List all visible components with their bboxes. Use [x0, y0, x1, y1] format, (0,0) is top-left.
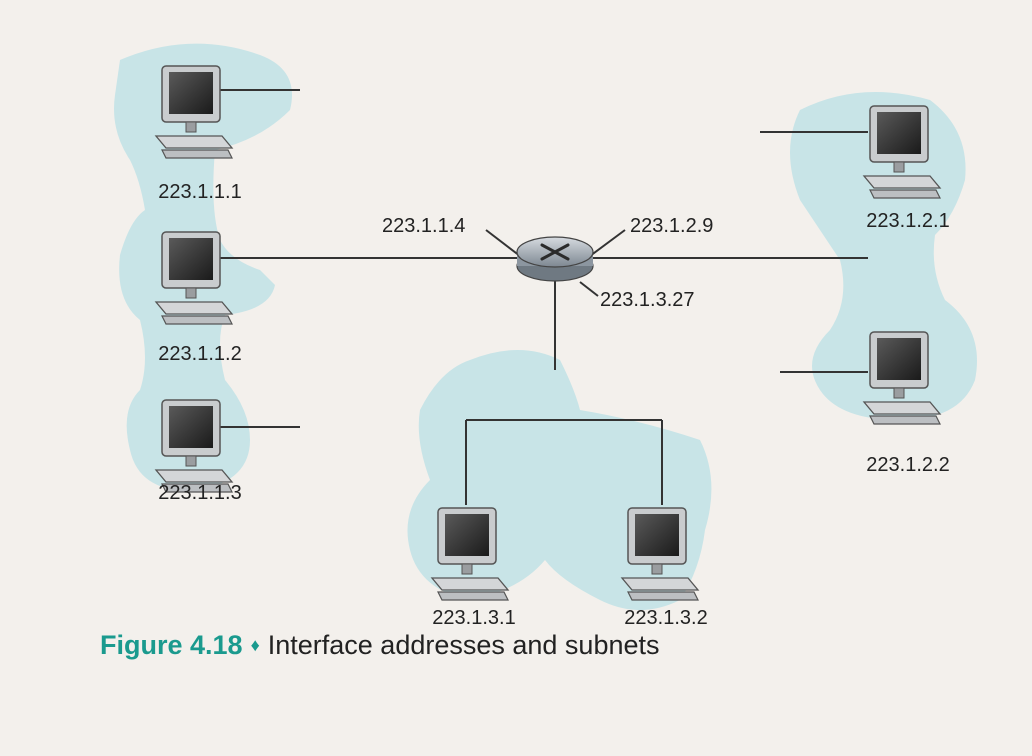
subnet-223-1-3 — [407, 350, 712, 610]
desktop-computer-icon — [863, 331, 941, 425]
label-leader-223-1-1-4 — [485, 229, 521, 257]
host-223-1-3-1: 223.1.3.1 — [431, 507, 516, 629]
diamond-icon: ♦ — [250, 635, 260, 655]
desktop-computer-icon — [431, 507, 509, 601]
host-223-1-2-2: 223.1.2.2 — [863, 331, 950, 476]
router-interface-label: 223.1.1.4 — [382, 215, 465, 237]
host-label: 223.1.1.1 — [158, 181, 241, 203]
figure-caption: Figure 4.18 ♦ Interface addresses and subn… — [100, 630, 660, 661]
host-223-1-2-1: 223.1.2.1 — [863, 105, 950, 232]
desktop-computer-icon — [621, 507, 699, 601]
desktop-computer-icon — [863, 105, 941, 199]
host-223-1-3-2: 223.1.3.2 — [621, 507, 708, 629]
figure-title: Interface addresses and subnets — [267, 630, 660, 660]
subnet-223-1-2 — [790, 92, 977, 420]
desktop-computer-icon — [155, 65, 233, 159]
host-223-1-1-1: 223.1.1.1 — [155, 65, 242, 203]
router-interface-label: 223.1.3.27 — [600, 289, 695, 311]
host-label: 223.1.3.1 — [432, 607, 515, 629]
links — [218, 89, 868, 505]
host-label: 223.1.3.2 — [624, 607, 707, 629]
figure-number: Figure 4.18 — [100, 630, 243, 660]
router — [516, 236, 594, 282]
host-223-1-1-3: 223.1.1.3 — [155, 399, 242, 504]
host-label: 223.1.1.2 — [158, 343, 241, 365]
router-interface-label: 223.1.2.9 — [630, 215, 713, 237]
desktop-computer-icon — [155, 399, 233, 493]
host-223-1-1-2: 223.1.1.2 — [155, 231, 242, 365]
router-icon — [540, 243, 570, 261]
host-label: 223.1.2.2 — [866, 454, 949, 476]
host-label: 223.1.2.1 — [866, 210, 949, 232]
label-leader-223-1-3-27 — [579, 281, 599, 297]
host-label: 223.1.1.3 — [158, 482, 241, 504]
label-leader-223-1-2-9 — [589, 229, 626, 257]
desktop-computer-icon — [155, 231, 233, 325]
